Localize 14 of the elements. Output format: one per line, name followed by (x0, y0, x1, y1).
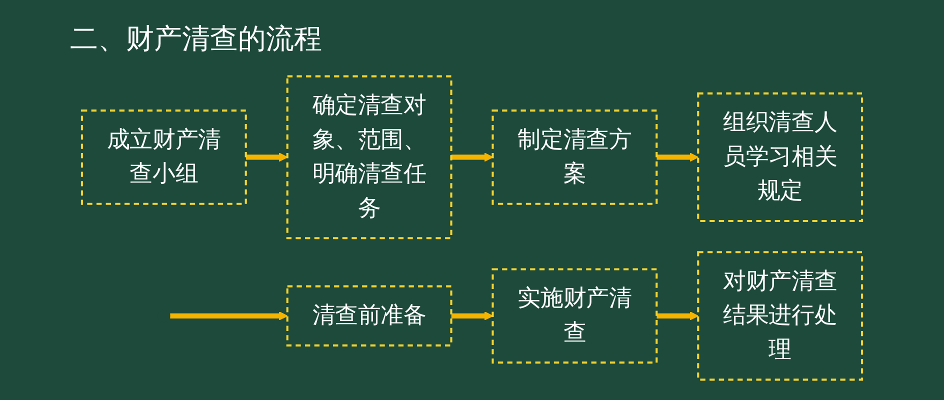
arrow (246, 152, 288, 162)
arrow (451, 311, 494, 320)
title: 二、财产清查的流程 (70, 21, 322, 57)
arrow (170, 311, 288, 320)
node-box: 清查前准备 (286, 285, 452, 346)
node-box: 成立财产清查小组 (80, 110, 247, 205)
node-box: 对财产清查结果进行处理 (697, 251, 864, 381)
node-box: 实施财产清查 (492, 268, 658, 364)
node-box: 制定清查方案 (492, 110, 658, 205)
arrow (656, 152, 699, 162)
node-box: 组织清查人员学习相关规定 (697, 92, 864, 222)
arrow (656, 311, 699, 320)
arrow (451, 152, 494, 162)
node-box: 确定清查对象、范围、明确清查任务 (286, 75, 452, 240)
